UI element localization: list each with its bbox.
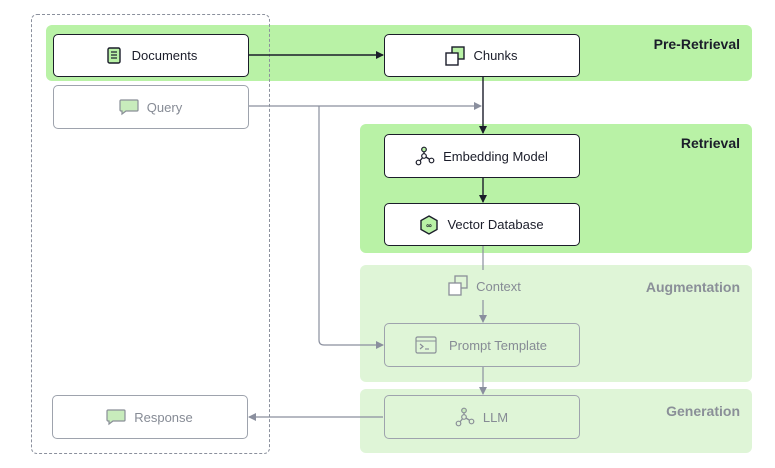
context-label: Context — [476, 278, 521, 294]
embedding-model-node[interactable]: Embedding Model — [384, 134, 580, 178]
prompt-template-node[interactable]: Prompt Template — [384, 323, 580, 367]
context-node[interactable]: Context — [425, 272, 545, 300]
retrieval-label: Retrieval — [680, 135, 740, 151]
network-icon — [415, 146, 435, 166]
chat-bubble-icon — [119, 98, 139, 116]
response-label: Response — [134, 409, 193, 425]
svg-text:∞: ∞ — [427, 221, 433, 230]
document-icon — [105, 47, 123, 65]
query-label: Query — [146, 99, 183, 115]
llm-label: LLM — [482, 409, 509, 425]
network-icon — [455, 407, 475, 427]
arrow-query-prompt — [318, 106, 384, 349]
augmentation-label: Augmentation — [645, 279, 740, 295]
database-hex-icon: ∞ — [420, 214, 439, 235]
prompt-template-label: Prompt Template — [448, 337, 548, 353]
client-boundary — [31, 14, 270, 454]
terminal-icon — [415, 336, 437, 354]
documents-label: Documents — [131, 48, 198, 63]
vector-database-node[interactable]: ∞ Vector Database — [384, 203, 580, 246]
query-node[interactable]: Query — [53, 85, 249, 129]
chunks-label: Chunks — [473, 48, 518, 63]
context-stack-icon — [448, 275, 468, 296]
chunks-icon — [445, 45, 466, 66]
chat-bubble-icon — [106, 408, 126, 426]
documents-node[interactable]: Documents — [53, 34, 249, 77]
pre-retrieval-label: Pre-Retrieval — [653, 36, 740, 52]
response-node[interactable]: Response — [52, 395, 248, 439]
chunks-node[interactable]: Chunks — [384, 34, 580, 77]
vector-database-label: Vector Database — [447, 217, 544, 232]
generation-label: Generation — [666, 403, 740, 419]
llm-node[interactable]: LLM — [384, 395, 580, 439]
embedding-model-label: Embedding Model — [443, 148, 548, 164]
